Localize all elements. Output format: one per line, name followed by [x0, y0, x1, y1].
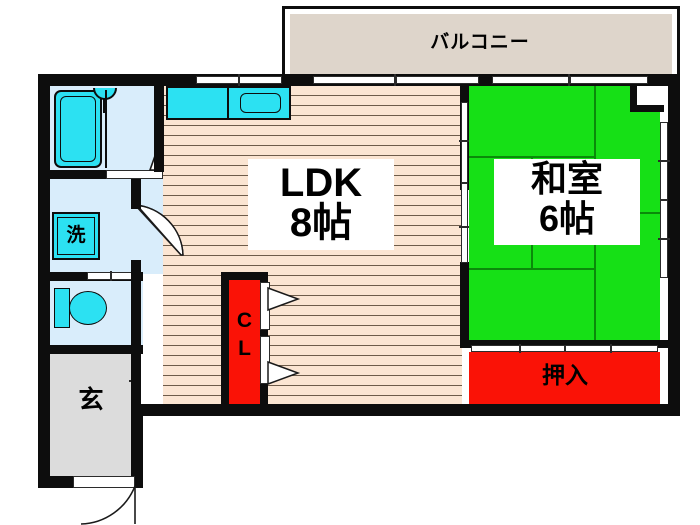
closet-door-upper-swing-icon: [267, 286, 301, 312]
bathroom-door[interactable]: [106, 170, 163, 179]
entrance-door-swing-icon: [80, 485, 136, 525]
window-ldk-left[interactable]: [313, 76, 396, 84]
fusuma-handle: [459, 226, 469, 228]
wall-bath-right: [154, 86, 164, 172]
window-mark: [658, 238, 670, 240]
sink-icon: [240, 93, 281, 113]
wall-ldk-left-lower: [131, 260, 141, 416]
closet-label-line1: C: [236, 309, 253, 332]
sliding-door-handle: [610, 344, 612, 353]
washing-machine-inner: [57, 217, 95, 255]
window-mark: [238, 74, 240, 86]
genkan-label: 玄: [78, 386, 104, 414]
closet-door-lower[interactable]: [260, 336, 270, 384]
washitsu-label: 和室: [494, 159, 640, 203]
washitsu-corner-notch: [634, 86, 660, 109]
bath-partition: [105, 90, 107, 168]
oshiire-sliding-door[interactable]: [471, 345, 565, 352]
ldk-label: LDK: [248, 159, 394, 207]
fusuma-sliding-partition[interactable]: [461, 183, 468, 263]
window-washitsu-left[interactable]: [492, 76, 570, 84]
window-washitsu-right[interactable]: [570, 76, 648, 84]
closet-door-lower-swing-icon: [267, 360, 301, 386]
washitsu-size-label: 6帖: [494, 200, 640, 245]
window-ldk-right[interactable]: [396, 76, 479, 84]
exterior-wall-right-lower: [131, 404, 143, 488]
balcony-label: バルコニー: [430, 32, 530, 53]
closet-floor: [229, 280, 260, 404]
window-mark: [394, 74, 396, 86]
fusuma-handle: [459, 140, 469, 142]
window-mark: [568, 74, 570, 86]
entrance-door-panel[interactable]: [73, 476, 135, 488]
bathtub-inner: [60, 96, 96, 162]
fusuma-sliding-partition[interactable]: [461, 102, 468, 183]
washitsu-notch-wall-h: [630, 105, 664, 112]
wall-water-ldk-vertical-3: [131, 179, 141, 209]
toilet-icon: [69, 291, 107, 325]
toilet-tank-icon: [54, 288, 70, 328]
wall-bath-bottom: [38, 170, 163, 179]
tatami-seam: [469, 268, 595, 270]
closet-label-line2: L: [238, 337, 251, 360]
balcony-floor: [290, 14, 672, 75]
kitchen-counter-divider: [227, 86, 229, 120]
exterior-wall-right: [668, 74, 680, 416]
oshiire-floor: [469, 352, 660, 404]
oshiire-label: 押入: [542, 362, 588, 388]
toilet-door-handle: [110, 271, 112, 281]
genkan-floor: [50, 354, 131, 476]
washroom-door-swing-icon: [134, 201, 184, 256]
sliding-door-handle: [519, 344, 521, 353]
wall-ldk-washitsu-lower: [460, 262, 469, 348]
exterior-wall-left: [38, 74, 50, 488]
ldk-size-label: 8帖: [248, 203, 394, 250]
washitsu-notch-wall-v: [630, 86, 637, 112]
wall-toilet-bottom: [38, 345, 143, 354]
washroom-label: 洗: [66, 225, 86, 246]
shower-pipe-icon: [103, 99, 105, 113]
window-mark: [658, 160, 670, 162]
oshiire-wall-top: [460, 340, 668, 348]
exterior-wall-bottom-main: [131, 404, 680, 416]
